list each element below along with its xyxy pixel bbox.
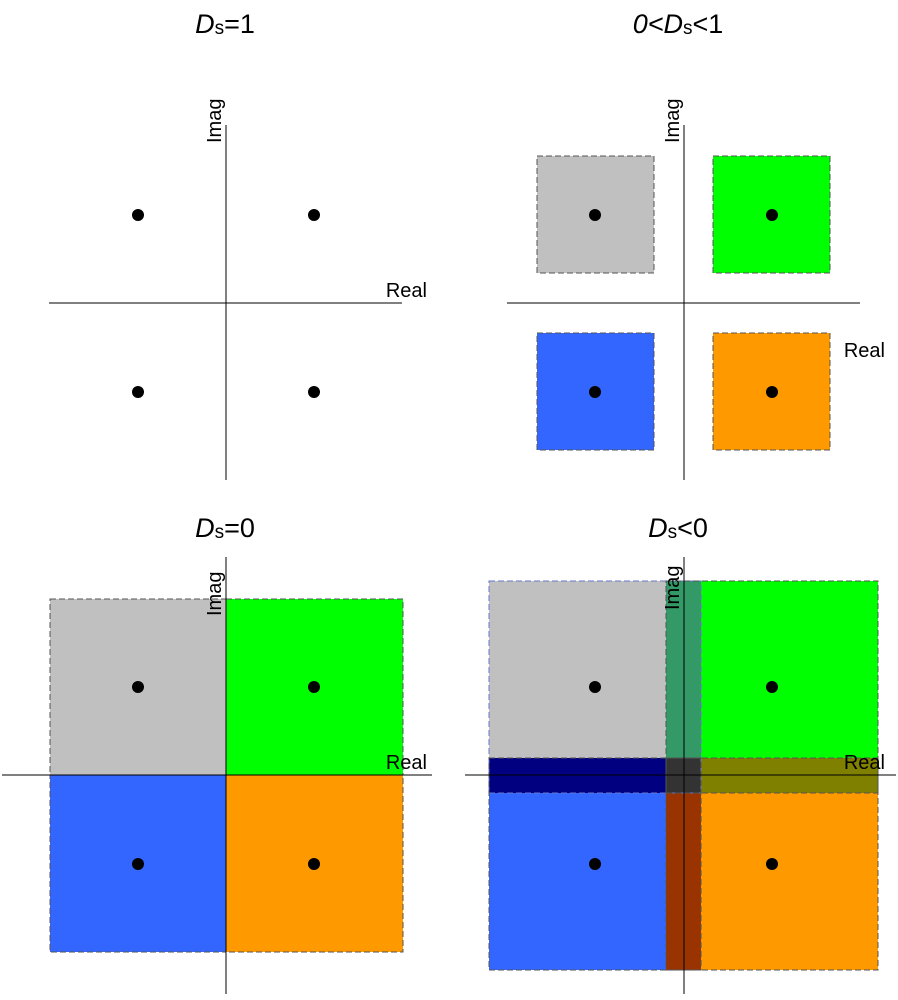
panel-ds-eq-0: Ds=0 Imag Real: [2, 513, 432, 994]
constellation-point: [589, 209, 601, 221]
panel-ds-neg: Ds<0 Imag Real: [465, 513, 896, 994]
constellation-point: [308, 858, 320, 870]
constellation-point: [132, 386, 144, 398]
panel-ds-between: 0<Ds<1 Imag Real: [507, 9, 885, 480]
constellation-point: [589, 386, 601, 398]
constellation-point: [132, 858, 144, 870]
constellation-point: [589, 681, 601, 693]
constellation-point: [308, 386, 320, 398]
constellation-point: [132, 209, 144, 221]
panel-title: Ds<0: [648, 513, 708, 543]
real-axis-label: Real: [844, 340, 885, 362]
real-axis-label: Real: [386, 752, 427, 774]
constellation-point: [308, 681, 320, 693]
real-axis-label: Real: [844, 752, 885, 774]
region-border: [665, 580, 879, 794]
region-border: [488, 580, 702, 794]
imag-axis-label: Imag: [662, 99, 684, 143]
panel-ds-eq-1: Ds=1 Imag Real: [49, 9, 427, 480]
decision-region-green: [701, 581, 878, 758]
region-border: [488, 757, 702, 971]
constellation-point: [766, 386, 778, 398]
imag-axis-label: Imag: [204, 572, 226, 616]
panel-title: Ds=0: [195, 513, 255, 543]
constellation-point: [589, 858, 601, 870]
decision-region-blue: [489, 793, 666, 970]
constellation-point: [766, 858, 778, 870]
constellation-point: [132, 681, 144, 693]
imag-axis-label: Imag: [204, 99, 226, 143]
constellation-point: [308, 209, 320, 221]
constellation-point: [766, 209, 778, 221]
imag-axis-label: Imag: [662, 566, 684, 610]
decision-region-gray: [489, 581, 666, 758]
region-border: [665, 757, 879, 971]
constellation-point: [766, 681, 778, 693]
decision-region-orange: [701, 793, 878, 970]
panel-title: 0<Ds<1: [633, 9, 724, 39]
real-axis-label: Real: [386, 280, 427, 302]
panel-title: Ds=1: [195, 9, 255, 39]
